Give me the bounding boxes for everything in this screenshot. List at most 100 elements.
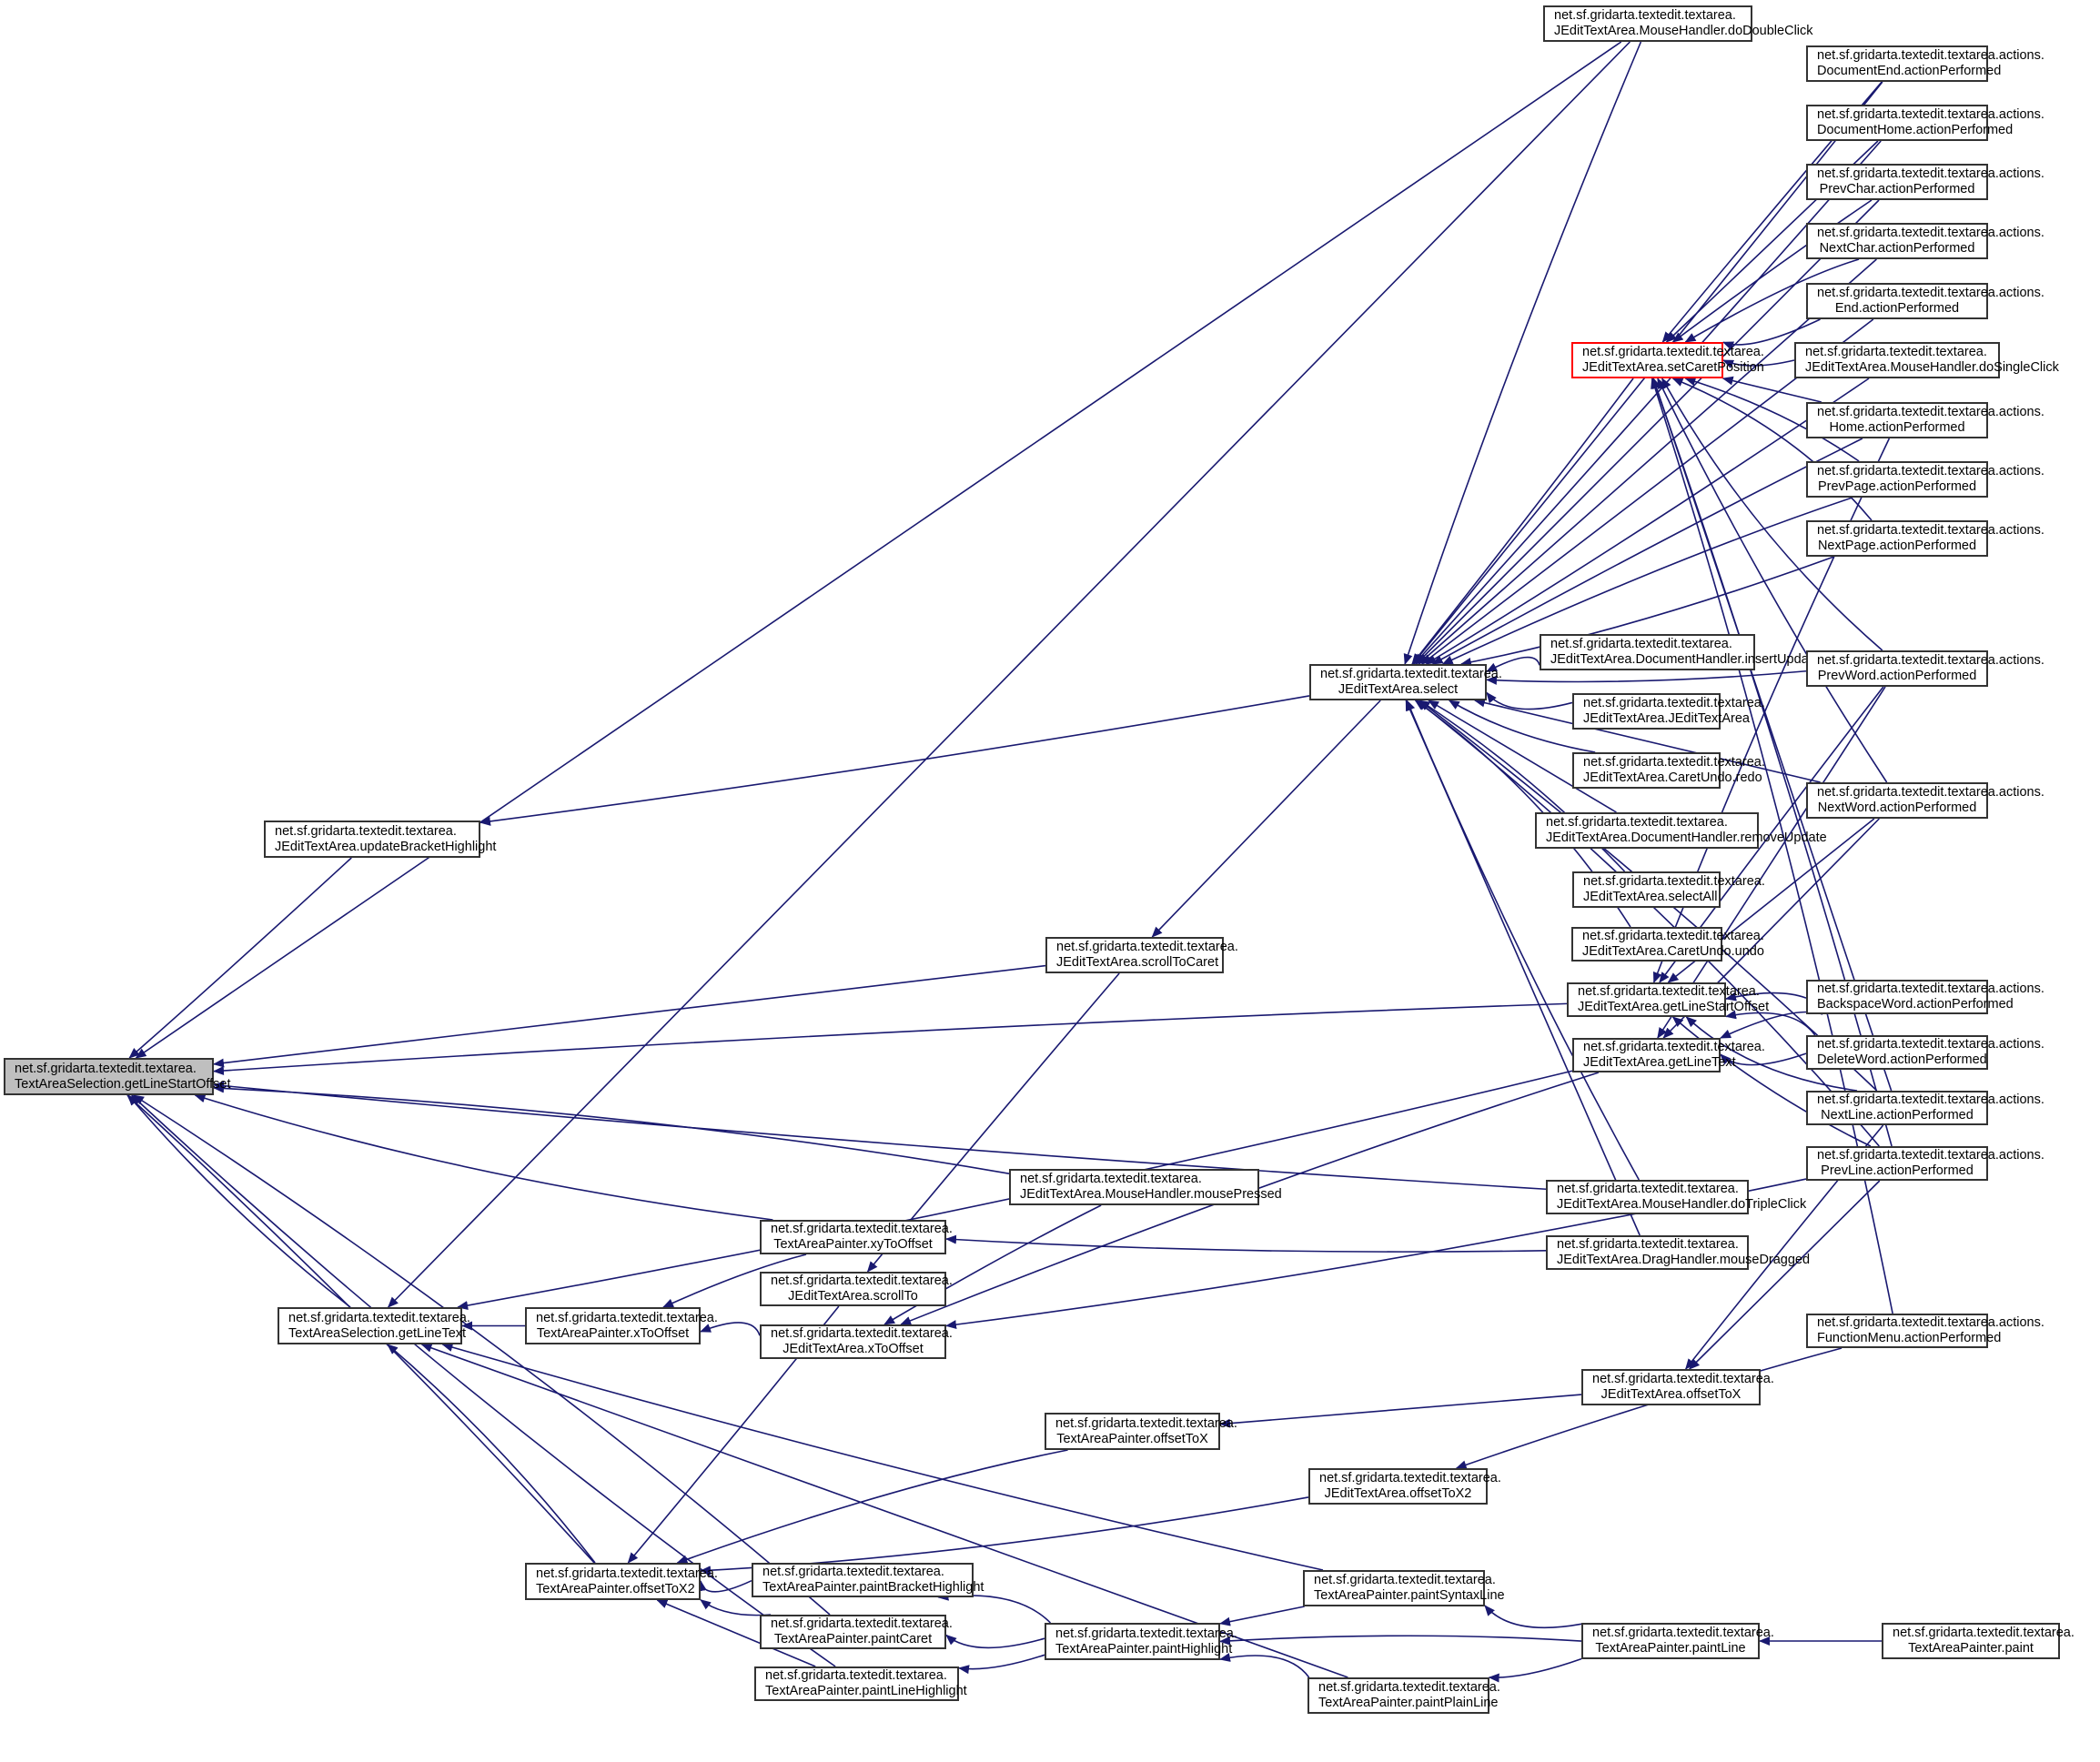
- call-edge-mousedragged-to-select: [1405, 700, 1641, 1236]
- node-package-label: net.sf.gridarta.textedit.textarea.: [1319, 1471, 1501, 1485]
- call-edge-a-prevword-to-setcaretposition: [1661, 378, 1883, 651]
- graph-node-select[interactable]: net.sf.gridarta.textedit.textarea.JEditT…: [1309, 664, 1502, 700]
- node-package-label: net.sf.gridarta.textedit.textarea.action…: [1817, 1148, 2044, 1163]
- graph-node-p-offsettox2[interactable]: net.sf.gridarta.textedit.textarea.TextAr…: [525, 1563, 718, 1600]
- call-edge-mousepressed-to-root: [213, 1083, 1010, 1174]
- graph-node-ctor[interactable]: net.sf.gridarta.textedit.textarea.JEditT…: [1572, 693, 1765, 730]
- node-package-label: net.sf.gridarta.textedit.textarea.action…: [1817, 982, 2044, 996]
- node-method-label: DocumentEnd.actionPerformed: [1817, 64, 2002, 78]
- graph-node-redo[interactable]: net.sf.gridarta.textedit.textarea.JEditT…: [1572, 752, 1765, 789]
- call-edge-a-backspaceword-to-j-getlinetext: [1720, 1011, 1823, 1039]
- node-package-label: net.sf.gridarta.textedit.textarea.action…: [1817, 1315, 2044, 1330]
- graph-node-paintbrackethighlight[interactable]: net.sf.gridarta.textedit.textarea.TextAr…: [752, 1563, 984, 1597]
- node-method-label: JEditTextArea.DragHandler.mouseDragged: [1557, 1253, 1811, 1267]
- graph-node-a-home[interactable]: net.sf.gridarta.textedit.textarea.action…: [1806, 402, 2044, 438]
- graph-node-a-nextchar[interactable]: net.sf.gridarta.textedit.textarea.action…: [1806, 223, 2044, 259]
- graph-node-a-nextline[interactable]: net.sf.gridarta.textedit.textarea.action…: [1806, 1091, 2044, 1125]
- graph-node-updatebrackethighlight[interactable]: net.sf.gridarta.textedit.textarea.JEditT…: [264, 821, 497, 858]
- graph-node-dodoubleclick[interactable]: net.sf.gridarta.textedit.textarea.JEditT…: [1543, 5, 1813, 42]
- call-edge-a-prevpage-to-select: [1441, 497, 1853, 665]
- graph-node-paint[interactable]: net.sf.gridarta.textedit.textarea.TextAr…: [1882, 1623, 2075, 1659]
- graph-node-j-getlinetext[interactable]: net.sf.gridarta.textedit.textarea.JEditT…: [1572, 1038, 1765, 1072]
- graph-node-dotripleclick[interactable]: net.sf.gridarta.textedit.textarea.JEditT…: [1546, 1180, 1806, 1214]
- call-edge-j-getlinestartoffset-to-root: [213, 1002, 1568, 1075]
- graph-node-a-documenthome[interactable]: net.sf.gridarta.textedit.textarea.action…: [1806, 105, 2044, 141]
- call-edge-a-backspaceword-to-j-getlinestartoffset: [1725, 992, 1807, 1002]
- graph-node-paintlinehighlight[interactable]: net.sf.gridarta.textedit.textarea.TextAr…: [754, 1666, 967, 1701]
- graph-node-setcaretposition[interactable]: net.sf.gridarta.textedit.textarea.JEditT…: [1571, 342, 1764, 378]
- node-method-label: TextAreaPainter.paintBracketHighlight: [762, 1580, 984, 1595]
- graph-node-j-getlinestartoffset[interactable]: net.sf.gridarta.textedit.textarea.JEditT…: [1567, 982, 1769, 1017]
- graph-node-scrolltocaret[interactable]: net.sf.gridarta.textedit.textarea.JEditT…: [1045, 937, 1238, 973]
- node-method-label: JEditTextArea.selectAll: [1583, 890, 1718, 904]
- graph-node-sel-getlinetext[interactable]: net.sf.gridarta.textedit.textarea.TextAr…: [278, 1307, 470, 1344]
- graph-node-p-xtooffset[interactable]: net.sf.gridarta.textedit.textarea.TextAr…: [525, 1307, 718, 1344]
- node-package-label: net.sf.gridarta.textedit.textarea.: [1578, 984, 1760, 999]
- call-edge-ctor-to-select: [1486, 691, 1573, 710]
- call-edge-a-prevword-to-select: [1486, 670, 1807, 685]
- node-package-label: net.sf.gridarta.textedit.textarea.action…: [1817, 1037, 2044, 1052]
- node-package-label: net.sf.gridarta.textedit.textarea.action…: [1817, 226, 2044, 240]
- node-package-label: net.sf.gridarta.textedit.textarea.action…: [1817, 523, 2044, 538]
- graph-node-a-prevpage[interactable]: net.sf.gridarta.textedit.textarea.action…: [1806, 461, 2044, 498]
- graph-node-a-documentend[interactable]: net.sf.gridarta.textedit.textarea.action…: [1806, 45, 2044, 82]
- node-method-label: TextAreaPainter.paintCaret: [773, 1632, 933, 1646]
- graph-node-a-prevline[interactable]: net.sf.gridarta.textedit.textarea.action…: [1806, 1146, 2044, 1181]
- graph-node-a-backspaceword[interactable]: net.sf.gridarta.textedit.textarea.action…: [1806, 980, 2044, 1014]
- node-method-label: DocumentHome.actionPerformed: [1817, 123, 2014, 137]
- graph-node-a-deleteword[interactable]: net.sf.gridarta.textedit.textarea.action…: [1806, 1035, 2044, 1070]
- graph-node-j-xtooffset[interactable]: net.sf.gridarta.textedit.textarea.JEditT…: [760, 1324, 953, 1359]
- node-method-label: TextAreaPainter.xToOffset: [536, 1325, 690, 1341]
- graph-node-scrollto[interactable]: net.sf.gridarta.textedit.textarea.JEditT…: [760, 1272, 953, 1306]
- graph-node-removeupdate[interactable]: net.sf.gridarta.textedit.textarea.JEditT…: [1535, 812, 1827, 849]
- graph-node-paintsyntaxline[interactable]: net.sf.gridarta.textedit.textarea.TextAr…: [1303, 1570, 1505, 1606]
- graph-node-j-offsettox2[interactable]: net.sf.gridarta.textedit.textarea.JEditT…: [1308, 1468, 1501, 1505]
- call-edge-painthighlight-to-paintcaret: [945, 1634, 1045, 1649]
- call-edge-paintsyntaxline-to-painthighlight: [1219, 1606, 1305, 1626]
- node-package-label: net.sf.gridarta.textedit.textarea.: [1020, 1172, 1202, 1186]
- call-edge-scrolltocaret-to-root: [213, 964, 1046, 1068]
- node-package-label: net.sf.gridarta.textedit.textarea.: [1583, 874, 1765, 889]
- call-edge-mousepressed-to-j-xtooffset: [883, 1204, 1102, 1325]
- node-package-label: net.sf.gridarta.textedit.textarea.: [275, 823, 457, 839]
- call-edge-paintplainline-to-painthighlight: [1219, 1653, 1310, 1678]
- call-edge-a-prevline-to-j-offsettox: [1688, 1180, 1881, 1370]
- node-method-label: JEditTextArea.select: [1338, 682, 1459, 697]
- graph-node-paintline[interactable]: net.sf.gridarta.textedit.textarea.TextAr…: [1581, 1623, 1774, 1659]
- graph-node-insertupdate[interactable]: net.sf.gridarta.textedit.textarea.JEditT…: [1540, 634, 1820, 670]
- node-method-label: JEditTextArea.setCaretPosition: [1582, 360, 1764, 375]
- graph-node-a-prevchar[interactable]: net.sf.gridarta.textedit.textarea.action…: [1806, 164, 2044, 200]
- graph-node-mousepressed[interactable]: net.sf.gridarta.textedit.textarea.JEditT…: [1009, 1169, 1282, 1205]
- graph-node-a-end[interactable]: net.sf.gridarta.textedit.textarea.action…: [1806, 283, 2044, 319]
- graph-node-p-offsettox[interactable]: net.sf.gridarta.textedit.textarea.TextAr…: [1045, 1413, 1237, 1450]
- graph-node-xytooffset[interactable]: net.sf.gridarta.textedit.textarea.TextAr…: [760, 1220, 953, 1254]
- call-edge-select-to-scrolltocaret: [1151, 700, 1381, 938]
- call-edge-a-prevpage-to-setcaretposition: [1684, 377, 1860, 462]
- graph-node-root[interactable]: net.sf.gridarta.textedit.textarea.TextAr…: [4, 1058, 231, 1095]
- graph-node-painthighlight[interactable]: net.sf.gridarta.textedit.textarea.TextAr…: [1045, 1623, 1237, 1660]
- call-edge-painthighlight-to-paintlinehighlight: [958, 1654, 1045, 1675]
- graph-node-a-nextword[interactable]: net.sf.gridarta.textedit.textarea.action…: [1806, 782, 2044, 819]
- graph-node-paintplainline[interactable]: net.sf.gridarta.textedit.textarea.TextAr…: [1307, 1677, 1500, 1714]
- graph-node-a-functionmenu[interactable]: net.sf.gridarta.textedit.textarea.action…: [1806, 1314, 2044, 1348]
- graph-node-mousedragged[interactable]: net.sf.gridarta.textedit.textarea.JEditT…: [1546, 1235, 1811, 1270]
- call-edge-mousedragged-to-xytooffset: [945, 1234, 1547, 1253]
- graph-node-dosingleclick[interactable]: net.sf.gridarta.textedit.textarea.JEditT…: [1794, 342, 2059, 378]
- node-package-label: net.sf.gridarta.textedit.textarea.: [1557, 1182, 1739, 1196]
- graph-node-paintcaret[interactable]: net.sf.gridarta.textedit.textarea.TextAr…: [760, 1615, 953, 1649]
- graph-node-selectall[interactable]: net.sf.gridarta.textedit.textarea.JEditT…: [1572, 871, 1765, 908]
- node-package-label: net.sf.gridarta.textedit.textarea.action…: [1817, 107, 2044, 122]
- node-package-label: net.sf.gridarta.textedit.textarea.action…: [1817, 464, 2044, 478]
- graph-node-a-prevword[interactable]: net.sf.gridarta.textedit.textarea.action…: [1806, 650, 2044, 687]
- node-method-label: JEditTextArea.xToOffset: [782, 1342, 924, 1356]
- call-edge-paintline-to-paintplainline: [1488, 1657, 1582, 1683]
- graph-node-undo[interactable]: net.sf.gridarta.textedit.textarea.JEditT…: [1571, 927, 1764, 962]
- call-edge-select-to-updatebrackethighlight: [480, 695, 1310, 826]
- node-method-label: JEditTextArea.updateBracketHighlight: [275, 839, 497, 854]
- node-method-label: NextLine.actionPerformed: [1821, 1108, 1974, 1123]
- node-package-label: net.sf.gridarta.textedit.textarea.action…: [1817, 166, 2044, 181]
- graph-node-a-nextpage[interactable]: net.sf.gridarta.textedit.textarea.action…: [1806, 520, 2044, 557]
- call-edge-paintlinehighlight-to-p-offsettox2: [656, 1599, 816, 1667]
- graph-node-j-offsettox[interactable]: net.sf.gridarta.textedit.textarea.JEditT…: [1581, 1369, 1774, 1405]
- call-edge-removeupdate-to-select: [1428, 700, 1617, 813]
